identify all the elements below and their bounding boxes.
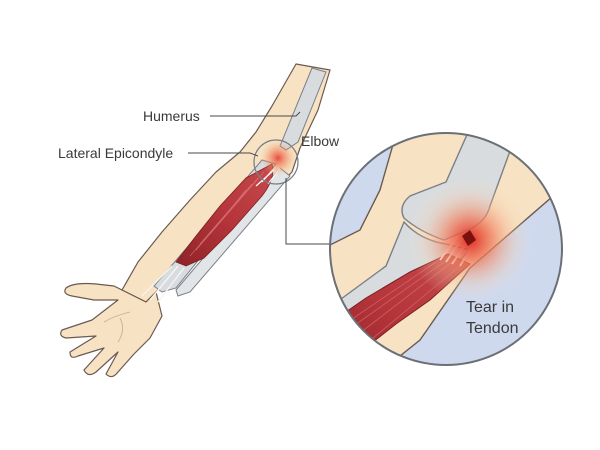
wrist-tendons <box>141 265 185 303</box>
lateral-epicondyle-label: Lateral Epicondyle <box>58 145 174 161</box>
muscle-fibers <box>189 171 265 257</box>
palm-crease <box>117 317 123 343</box>
arm <box>60 63 331 378</box>
zoom-connector <box>285 178 334 245</box>
humerus-label: Humerus <box>143 108 200 124</box>
humerus-bone <box>279 67 327 151</box>
epicondyle-leader <box>188 152 259 157</box>
zoom-inset <box>329 132 563 366</box>
injury-glow-small <box>260 140 296 176</box>
forearm-bone-ulna <box>175 167 291 297</box>
tear-label-line-2: Tendon <box>466 320 519 337</box>
humerus-leader <box>210 111 301 117</box>
elbow-label: Elbow <box>301 133 340 149</box>
tear-in-tendon-label: Tear in Tendon <box>466 297 519 339</box>
tear-label-line-1: Tear in <box>466 299 515 316</box>
zoom-target-circle <box>253 139 299 185</box>
hand <box>60 282 163 378</box>
inset-border <box>329 132 563 366</box>
tendon-tear-mark <box>462 230 476 246</box>
palm-crease <box>103 311 131 323</box>
leader-lines <box>188 111 334 245</box>
